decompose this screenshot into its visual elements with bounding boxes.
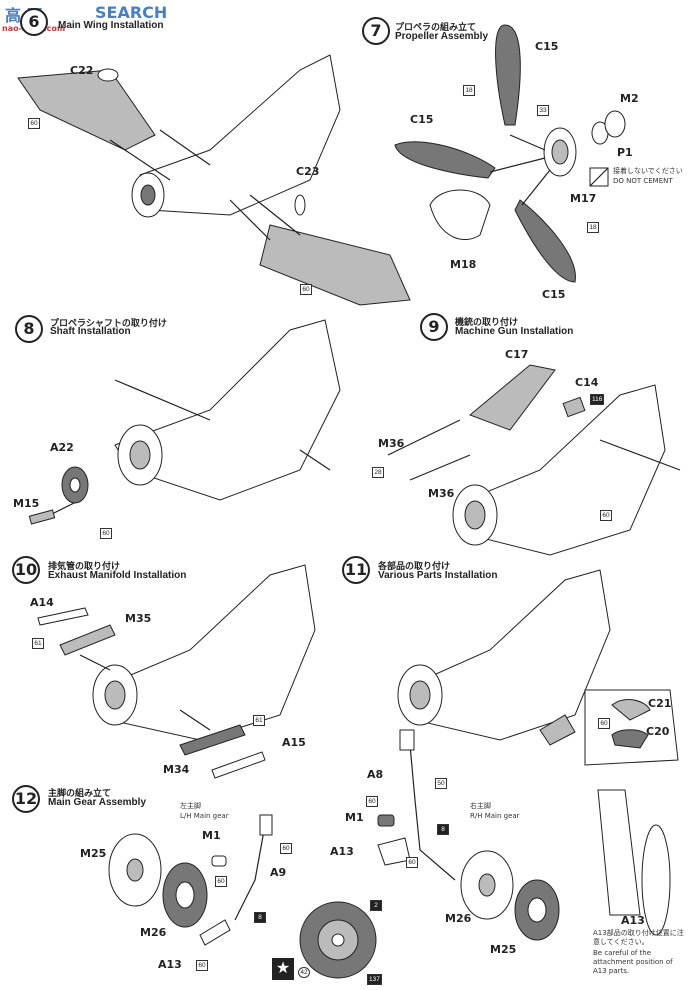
step12-number: 12 xyxy=(12,785,40,813)
sprue-box: 60 xyxy=(366,796,378,807)
sprue-box: 61 xyxy=(32,638,44,649)
sprue-box: 42 xyxy=(298,967,310,978)
step12-right-gear-drawing xyxy=(377,729,560,941)
step7-propeller-drawing xyxy=(394,24,626,283)
step9-title-jp: 機銃の取り付け xyxy=(455,318,519,328)
watermark-site-big: SEARCH xyxy=(95,3,168,22)
careful-note-en: Be careful of the attachment position of… xyxy=(593,949,673,975)
part-label: A22 xyxy=(50,441,74,454)
step8-number: 8 xyxy=(15,315,43,343)
gear-detail-inset xyxy=(597,789,671,936)
part-label: A8 xyxy=(367,768,384,781)
step9-machine-gun-drawing xyxy=(387,364,681,556)
step7-number: 7 xyxy=(362,17,390,45)
step12-title-en: Main Gear Assembly xyxy=(48,797,147,808)
part-label: M35 xyxy=(125,612,152,625)
part-label: M25 xyxy=(490,943,517,956)
step8-title-en: Shaft Installation xyxy=(50,326,131,337)
part-label: C14 xyxy=(575,376,599,389)
sprue-box: 60 xyxy=(100,528,112,539)
spare-tire-drawing xyxy=(299,901,377,979)
part-label: M36 xyxy=(428,487,455,500)
step7-title-jp: プロペラの組み立て xyxy=(395,23,477,33)
part-label: M18 xyxy=(450,258,477,271)
sprue-box: 60 xyxy=(215,876,227,887)
part-label: C17 xyxy=(505,348,529,361)
step6-number: 6 xyxy=(20,8,48,36)
step11-title-jp: 各部品の取り付け xyxy=(378,562,451,572)
step7-title-en: Propeller Assembly xyxy=(395,31,489,42)
step11-title-en: Various Parts Installation xyxy=(378,570,498,581)
part-label: M25 xyxy=(80,847,107,860)
part-label: M2 xyxy=(620,92,639,105)
step6-title-en: Main Wing Installation xyxy=(58,20,164,31)
sprue-box: 60 xyxy=(196,960,208,971)
part-label: M26 xyxy=(445,912,472,925)
step12-title-jp: 主脚の組み立て xyxy=(48,789,112,799)
sprue-box: 8 xyxy=(437,824,449,835)
step10-number: 10 xyxy=(12,556,40,584)
step11-various-parts-drawing xyxy=(397,569,679,766)
part-label: A13 xyxy=(158,958,182,971)
sprue-box: 60 xyxy=(406,857,418,868)
step6-wing-drawing xyxy=(17,54,411,306)
part-label: C20 xyxy=(646,725,670,738)
part-label: C15 xyxy=(542,288,566,301)
sprue-box: 116 xyxy=(590,394,605,405)
no-cement-note-en: DO NOT CEMENT xyxy=(613,177,673,185)
part-label: C15 xyxy=(535,40,559,53)
sprue-box: 18 xyxy=(587,222,599,233)
sprue-box: 50 xyxy=(435,778,447,789)
part-label: C21 xyxy=(648,697,672,710)
careful-note-jp: A13部品の取り付け位置に注意してください。 xyxy=(593,929,684,946)
tamiya-star-icon: ★ xyxy=(272,958,294,980)
part-label: M1 xyxy=(202,829,221,842)
step9-title-en: Machine Gun Installation xyxy=(455,326,574,337)
part-label: A13 xyxy=(330,845,354,858)
part-label: A9 xyxy=(270,866,287,879)
part-label: M26 xyxy=(140,926,167,939)
part-label: A15 xyxy=(282,736,306,749)
sprue-box: 33 xyxy=(537,105,549,116)
step10-title-jp: 排気管の取り付け xyxy=(48,562,121,572)
lh-gear-label-jp: 左主脚 xyxy=(180,802,201,810)
part-label: M17 xyxy=(570,192,597,205)
step10-exhaust-drawing xyxy=(37,564,316,779)
sprue-box: 8 xyxy=(254,912,266,923)
sprue-box: 61 xyxy=(253,715,265,726)
part-label: M36 xyxy=(378,437,405,450)
part-label: C23 xyxy=(296,165,320,178)
step11-number: 11 xyxy=(342,556,370,584)
step12-left-gear-drawing xyxy=(108,814,273,946)
rh-gear-label-jp: 右主脚 xyxy=(470,802,491,810)
part-label: A14 xyxy=(30,596,54,609)
part-label: P1 xyxy=(617,146,633,159)
sprue-box: 60 xyxy=(600,510,612,521)
sprue-box: 60 xyxy=(280,843,292,854)
sprue-box: 18 xyxy=(463,85,475,96)
step9-number: 9 xyxy=(420,313,448,341)
part-label: C15 xyxy=(410,113,434,126)
sprue-box: 137 xyxy=(367,974,382,985)
part-label: C22 xyxy=(70,64,94,77)
sprue-box: 60 xyxy=(28,118,40,129)
step8-shaft-drawing xyxy=(28,319,341,525)
part-label: M34 xyxy=(163,763,190,776)
sprue-box: 28 xyxy=(372,467,384,478)
lh-gear-label-en: L/H Main gear xyxy=(180,812,229,820)
step10-title-en: Exhaust Manifold Installation xyxy=(48,570,187,581)
part-label: M1 xyxy=(345,811,364,824)
sprue-box: 60 xyxy=(598,718,610,729)
part-label: A13 xyxy=(621,914,645,927)
part-label: M15 xyxy=(13,497,40,510)
sprue-box: 60 xyxy=(300,284,312,295)
sprue-box: 2 xyxy=(370,900,382,911)
rh-gear-label-en: R/H Main gear xyxy=(470,812,520,820)
no-cement-note-jp: 接着しないでください xyxy=(613,167,683,175)
step8-title-jp: プロペラシャフトの取り付け xyxy=(50,319,167,329)
